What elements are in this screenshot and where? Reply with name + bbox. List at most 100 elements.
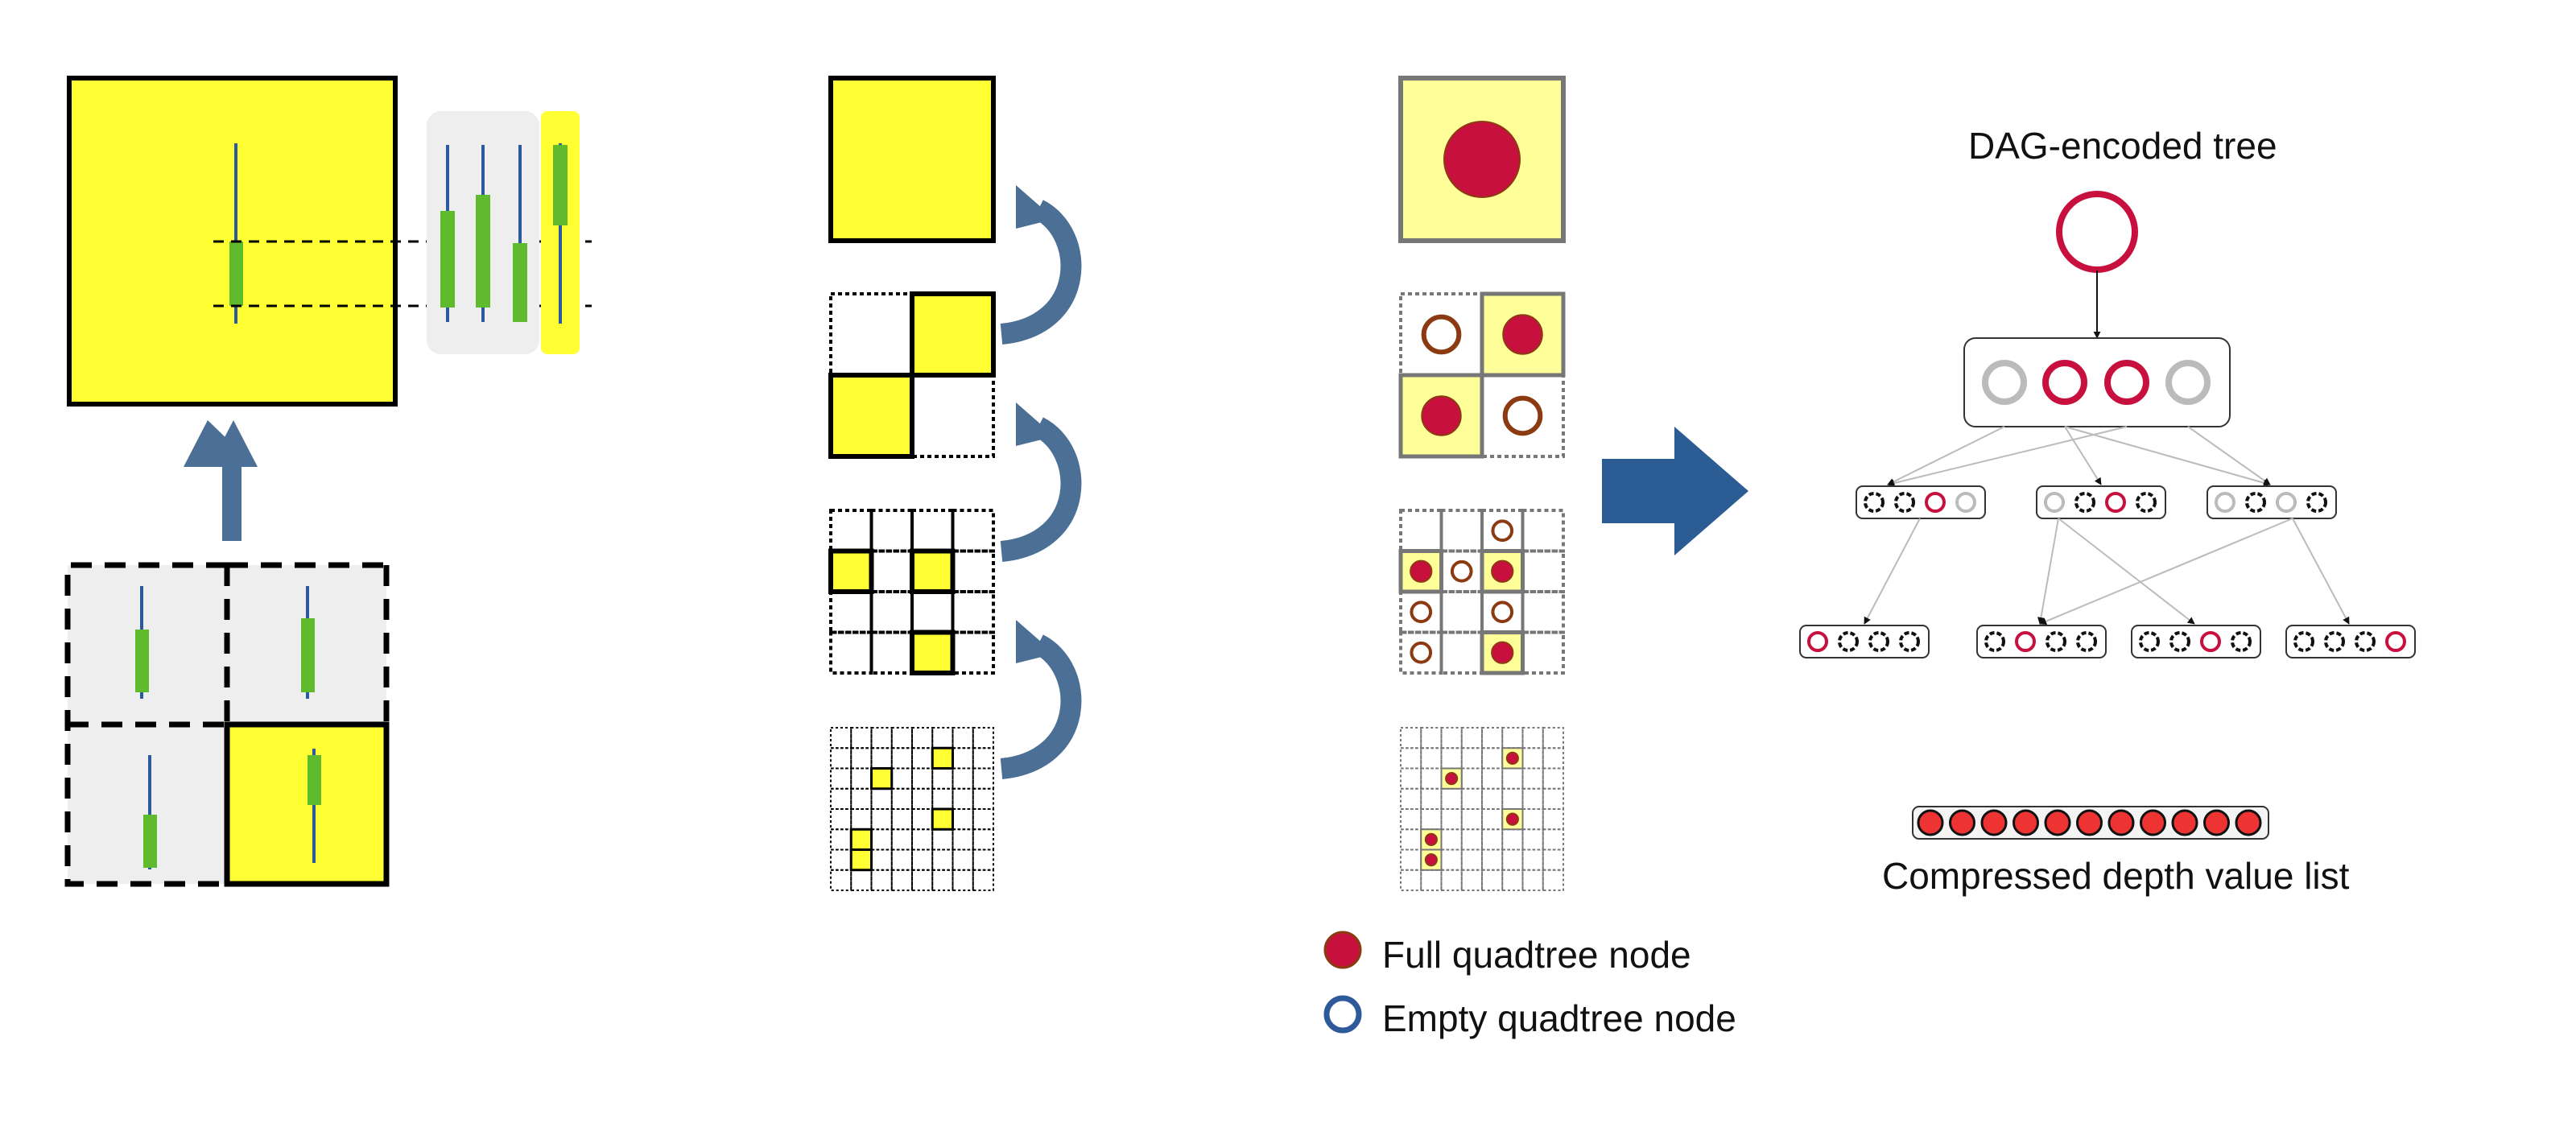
node-level-8-full-node	[1445, 772, 1459, 786]
node-level-4-cell	[1521, 549, 1565, 593]
node-level-8-cell	[1400, 848, 1422, 871]
legend-full-node-icon	[1323, 931, 1362, 969]
level-4-cell	[951, 630, 995, 675]
dag-level-3-node	[1838, 631, 1859, 652]
node-level-8-cell	[1501, 787, 1524, 810]
level-8-cell	[911, 828, 934, 851]
level-8-cell	[911, 747, 934, 770]
level-8-cell	[972, 828, 994, 851]
level-8-cell	[972, 848, 994, 871]
legend-empty-node-label: Empty quadtree node	[1382, 997, 1736, 1039]
depth-value-dot	[1949, 809, 1975, 836]
child-depth-bar-1	[440, 211, 455, 308]
node-level-8-cell	[1400, 828, 1422, 851]
level-8-cell	[931, 727, 954, 749]
level-8-cell	[890, 747, 913, 770]
level-8-cell	[972, 869, 994, 891]
node-level-8-cell	[1481, 828, 1504, 851]
level-8-cell	[890, 767, 913, 790]
level-8-cell	[952, 747, 974, 770]
level-2-nodes	[1398, 291, 1566, 459]
level-8-cell	[972, 767, 994, 790]
level-8-cell	[830, 787, 852, 810]
dag-level-1-box	[1963, 337, 2231, 427]
level-4-cell	[869, 590, 914, 634]
level-8-cell	[870, 747, 893, 770]
level-2-grid	[828, 291, 996, 459]
level-8-cell	[850, 808, 873, 831]
level-8-cell	[952, 848, 974, 871]
node-level-8-cell	[1400, 747, 1422, 770]
dag-level-2-node	[1864, 492, 1885, 513]
dag-level-3-node	[2139, 631, 2160, 652]
node-level-8-cell	[1481, 747, 1504, 770]
node-level-8-cell	[1501, 727, 1524, 749]
merged-range-bar	[553, 145, 568, 225]
node-level-8-cell	[1521, 828, 1544, 851]
quadtree-levels-panel	[828, 76, 1082, 891]
level-8-cell	[931, 787, 954, 810]
dag-level-3-node	[1868, 631, 1889, 652]
node-level-8-cell	[1501, 828, 1524, 851]
level-8-cell	[890, 787, 913, 810]
merge-arrow-curve-1	[1000, 200, 1082, 345]
level-4-nodes	[1398, 509, 1565, 675]
level-8-cell	[972, 787, 994, 810]
node-level-2-empty-node	[1502, 395, 1543, 436]
dag-level-2-node	[2136, 492, 2157, 513]
quadrant-br-depth-bar	[308, 755, 321, 805]
node-level-8-cell	[1521, 808, 1544, 831]
node-level-8-cell	[1400, 767, 1422, 790]
node-level-8-cell	[1542, 828, 1564, 851]
dag-level-2-node	[2276, 492, 2297, 513]
dag-edge-l2-l3	[2058, 518, 2195, 625]
child-depth-bar-2	[476, 195, 490, 308]
dag-level-3-box	[1799, 625, 1930, 658]
level-8-cell	[850, 767, 873, 790]
merge-arrow-curve-3	[1000, 634, 1082, 779]
level-8-cell	[952, 727, 974, 749]
level-8-cell	[850, 869, 873, 891]
dag-level-3-box	[1976, 625, 2107, 658]
node-level-4-cell	[1521, 509, 1565, 553]
merge-arrow-head-3	[1016, 620, 1055, 663]
dag-level-1-node	[2042, 360, 2087, 405]
quadrant-bl-depth-bar	[143, 815, 157, 868]
level-8-cell	[952, 828, 974, 851]
dag-edge-l1-l2	[1887, 426, 2128, 487]
dag-root-node	[2056, 191, 2138, 273]
level-8-cell	[911, 848, 934, 871]
level-8-cell	[972, 808, 994, 831]
node-level-2-full-node	[1502, 314, 1543, 355]
node-level-8-cell	[1542, 848, 1564, 871]
dag-level-3-node	[2200, 631, 2221, 652]
depth-list-caption: Compressed depth value list	[1882, 855, 2350, 897]
node-level-8-cell	[1420, 747, 1443, 770]
node-level-8-cell	[1420, 808, 1443, 831]
level-4-cell	[829, 630, 873, 675]
level-1-node	[828, 76, 996, 243]
node-level-4-cell	[1439, 590, 1484, 634]
node-level-4-full-node	[1491, 641, 1514, 664]
level-8-cell	[911, 727, 934, 749]
node-level-8-cell	[1501, 869, 1524, 891]
node-level-8-cell	[1440, 828, 1463, 851]
child-quadrants	[64, 562, 390, 887]
level-8-cell	[911, 787, 934, 810]
node-level-8-full-node	[1505, 812, 1519, 826]
node-level-8-cell	[1521, 727, 1544, 749]
depth-value-dot	[2076, 809, 2103, 836]
level-8-cell	[870, 848, 893, 871]
level-8-cell	[830, 869, 852, 891]
level-8-cell	[870, 787, 893, 810]
dag-level-2-node	[2245, 492, 2266, 513]
node-level-8-cell	[1481, 787, 1504, 810]
node-level-8-cell	[1542, 787, 1564, 810]
level-8-cell	[830, 848, 852, 871]
level-8-cell	[931, 869, 954, 891]
transform-arrow	[1602, 427, 1748, 555]
dag-edge-l2-l3	[2037, 518, 2059, 625]
level-8-cell	[870, 727, 893, 749]
node-level-8-cell	[1460, 869, 1483, 891]
node-level-4-full-node	[1491, 559, 1514, 583]
